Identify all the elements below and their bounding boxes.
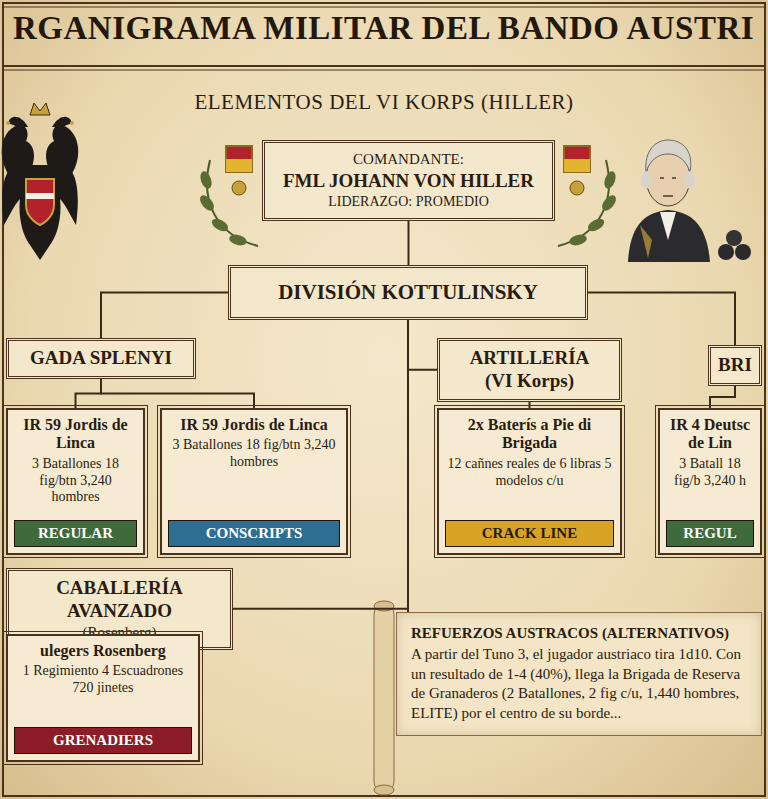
tree-connector bbox=[101, 293, 228, 339]
box-text: 3 Batall 18 fig/b 3,240 h bbox=[666, 456, 754, 490]
box-text: 3 Batallones 18 fig/btn 3,240 hombres bbox=[168, 437, 340, 471]
box-text: CABALLERÍA AVANZADO bbox=[15, 577, 224, 623]
quality-badge: REGUL bbox=[666, 520, 754, 547]
commander-box: COMANDANTE: FML JOHANN VON HILLER LIDERAZG… bbox=[262, 140, 555, 221]
scroll-roll bbox=[374, 601, 394, 795]
diagram-title: RGANIGRAMA MILITAR DEL BANDO AUSTRI bbox=[13, 10, 754, 47]
box-text: ARTILLERÍA bbox=[446, 347, 613, 370]
tree-connector bbox=[101, 379, 254, 408]
quality-badge: CONSCRIPTS bbox=[168, 520, 340, 547]
box-text: 12 cañnes reales de 6 libras 5 modelos c… bbox=[445, 456, 614, 490]
box-text: IR 59 Jordis de Linca bbox=[168, 416, 340, 434]
page-frame bbox=[3, 3, 765, 796]
box-text: (VI Korps) bbox=[446, 370, 613, 393]
unit-box: IR 59 Jordis de Linca3 Batallones 18 fig… bbox=[6, 408, 145, 555]
box-text: 1 Regimiento 4 Escuadrones 720 jinetes bbox=[14, 663, 192, 697]
banner-laurel bbox=[197, 146, 258, 247]
tree-connector bbox=[407, 320, 409, 612]
quality-badge: REGULAR bbox=[14, 520, 137, 547]
quality-badge: GRENADIERS bbox=[14, 727, 192, 754]
tree-connector bbox=[76, 379, 102, 408]
reinforcement-scroll: REFUERZOS AUSTRACOS (ALTERNATIVOS) A part… bbox=[396, 612, 762, 736]
frame-line bbox=[3, 7, 765, 8]
unit-box: IR 4 Deutsc de Lin3 Batall 18 fig/b 3,24… bbox=[658, 408, 762, 555]
commander-portrait bbox=[628, 140, 710, 262]
artillery-header: ARTILLERÍA(VI Korps) bbox=[437, 338, 622, 402]
box-text: REFUERZOS AUSTRACOS (ALTERNATIVOS) bbox=[411, 625, 747, 642]
division-box: DIVISIÓN KOTTULINSKY bbox=[228, 265, 588, 320]
banner-laurel bbox=[558, 146, 619, 247]
box-text: GADA SPLENYI bbox=[15, 347, 187, 370]
title-rule bbox=[3, 70, 765, 71]
box-text: ulegers Rosenberg bbox=[14, 642, 192, 660]
box-text: COMANDANTE: bbox=[275, 151, 542, 168]
box-text: FML JOHANN VON HILLER bbox=[275, 170, 542, 192]
eagle-emblem bbox=[2, 103, 79, 260]
box-text: DIVISIÓN KOTTULINSKY bbox=[241, 280, 575, 305]
box-text: 3 Batallones 18 fig/btn 3,240 hombres bbox=[14, 456, 137, 506]
unit-box: ulegers Rosenberg 1 Regimiento 4 Escuadro… bbox=[6, 634, 200, 762]
brigade-header: BRI bbox=[708, 345, 762, 386]
box-text: BRI bbox=[717, 354, 753, 377]
brigade-header: GADA SPLENYI bbox=[6, 338, 196, 379]
box-text: 2x Baterís a Pie di Brigada bbox=[445, 416, 614, 453]
unit-box: 2x Baterís a Pie di Brigada12 cañnes rea… bbox=[437, 408, 622, 555]
tree-connector bbox=[408, 221, 410, 265]
box-text: A partir del Tuno 3, el jugador austriac… bbox=[411, 645, 747, 723]
tree-connector bbox=[710, 386, 735, 408]
unit-box: IR 59 Jordis de Linca 3 Batallones 18 fig… bbox=[160, 408, 348, 555]
subtitle: ELEMENTOS DEL VI KORPS (HILLER) bbox=[0, 90, 768, 115]
cannonballs bbox=[718, 230, 751, 260]
tree-connector bbox=[408, 320, 437, 370]
box-text: IR 4 Deutsc de Lin bbox=[666, 416, 754, 453]
title-rule bbox=[3, 65, 765, 67]
box-text: LIDERAZGO: PROMEDIO bbox=[275, 194, 542, 210]
quality-badge: CRACK LINE bbox=[445, 520, 614, 547]
box-text: IR 59 Jordis de Linca bbox=[14, 416, 137, 453]
